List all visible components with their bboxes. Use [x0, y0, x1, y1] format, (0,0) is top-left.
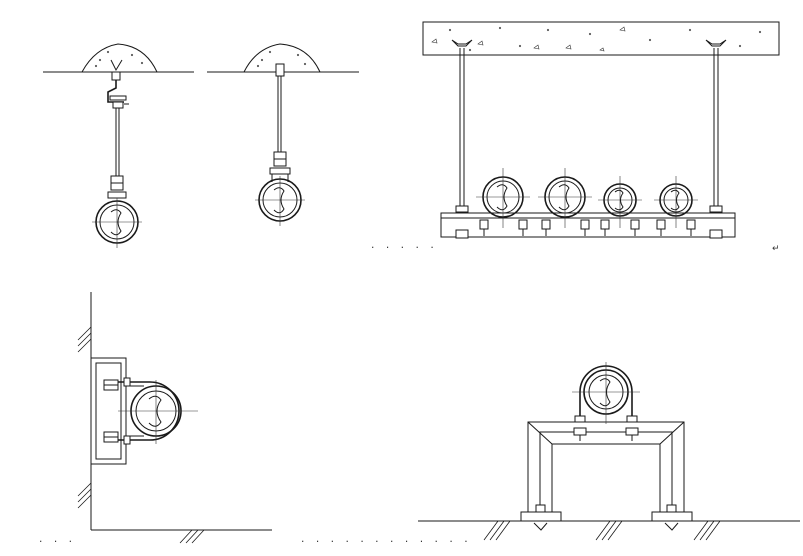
concrete-specks-2: [256, 50, 307, 68]
frame-opening: [551, 443, 661, 512]
wall-bracket-figure: [77, 292, 272, 544]
dots-bottom-mid: . . . . . . . . . . . .: [300, 535, 471, 545]
s-mark-1: [110, 209, 122, 236]
floor-hatch: [179, 529, 205, 544]
concrete-beam: [422, 21, 780, 56]
concrete-specks-1: [94, 50, 144, 68]
trapeze-figure: [422, 21, 780, 239]
anchor-right: [664, 522, 679, 531]
return-mark: ↵: [772, 244, 780, 254]
ground-hatch: [483, 520, 721, 541]
wall-hatch-top: [77, 326, 92, 353]
s-mark-2: [273, 187, 285, 214]
floor-frame-figure: [418, 362, 800, 541]
frame-outer: [527, 421, 685, 512]
frame-nut-right: [625, 427, 639, 436]
concrete-mound-1: [81, 43, 158, 73]
frame-inner: [539, 431, 673, 512]
concrete-mound-2: [243, 43, 321, 73]
wall-hatch-bottom: [77, 482, 92, 509]
trapeze-channel: [440, 212, 736, 238]
frame-nut-left: [573, 427, 587, 436]
foot-right: [651, 511, 693, 522]
dots-top-mid: . . . . .: [370, 241, 437, 251]
anchor-left: [533, 522, 548, 531]
hanger-figure-2: [207, 43, 359, 226]
s-mark-5: [599, 378, 611, 407]
trapeze-bolts: [479, 219, 696, 236]
hanger-figure-1: [43, 43, 194, 248]
foot-left: [520, 511, 562, 522]
wing-anchor-right: [705, 39, 727, 47]
beam-specks: [431, 26, 762, 52]
dots-bottom-left: . . .: [38, 535, 75, 545]
anchor-bolt-1: [110, 59, 123, 72]
anchor-2: [275, 63, 285, 77]
wing-anchor-left: [451, 39, 473, 47]
s-mark-4: [148, 395, 162, 427]
